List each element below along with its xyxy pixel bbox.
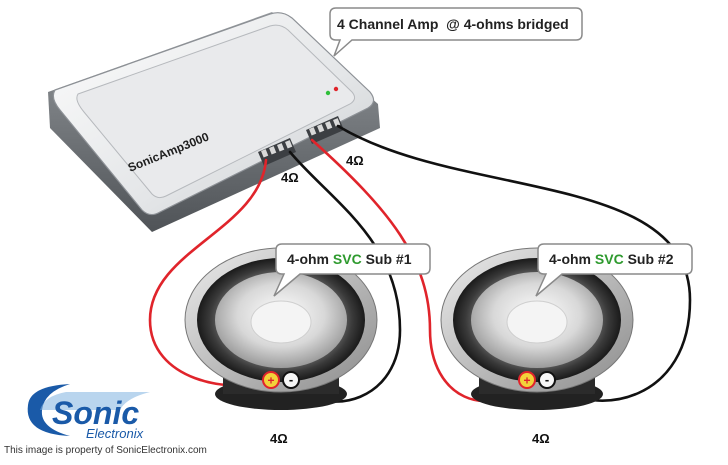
positive-label: + (267, 374, 274, 388)
subwoofer-icon: + - (184, 247, 378, 410)
logo-sub: Electronix (86, 426, 144, 441)
negative-label: - (289, 372, 293, 387)
sub1-callout: 4-ohm SVC Sub #1 (273, 243, 431, 297)
sub1-callout-text: 4-ohm SVC Sub #1 (287, 251, 412, 267)
sub1-impedance-label: 4Ω (270, 431, 288, 446)
sub2-callout: 4-ohm SVC Sub #2 (535, 243, 693, 297)
amp-callout-text: 4 Channel Amp @ 4-ohms bridged (337, 16, 569, 32)
amplifier-icon: SonicAmp3000 (48, 12, 380, 232)
sub2-impedance-label: 4Ω (532, 431, 550, 446)
sub2-callout-text: 4-ohm SVC Sub #2 (549, 251, 674, 267)
subwoofer-icon: + - (440, 247, 634, 410)
image-credit: This image is property of SonicElectroni… (4, 445, 207, 456)
amp-terminal-block-left (258, 138, 296, 166)
sub1-negative-terminal: - (282, 371, 300, 389)
amp-bridged-load-left: 4Ω (281, 170, 299, 185)
sonic-logo-icon: Sonic Electronix (27, 384, 150, 441)
amp-terminal-block-right (306, 116, 344, 144)
amp-bridged-load-right: 4Ω (346, 153, 364, 168)
negative-label: - (545, 372, 549, 387)
amp-callout: 4 Channel Amp @ 4-ohms bridged (329, 7, 583, 57)
sub2-positive-terminal: + (518, 371, 536, 389)
sub2-negative-terminal: - (538, 371, 556, 389)
positive-label: + (523, 374, 530, 388)
sub1-positive-terminal: + (262, 371, 280, 389)
logo-word: Sonic (52, 395, 139, 431)
sub1-positive-wire (148, 158, 272, 387)
